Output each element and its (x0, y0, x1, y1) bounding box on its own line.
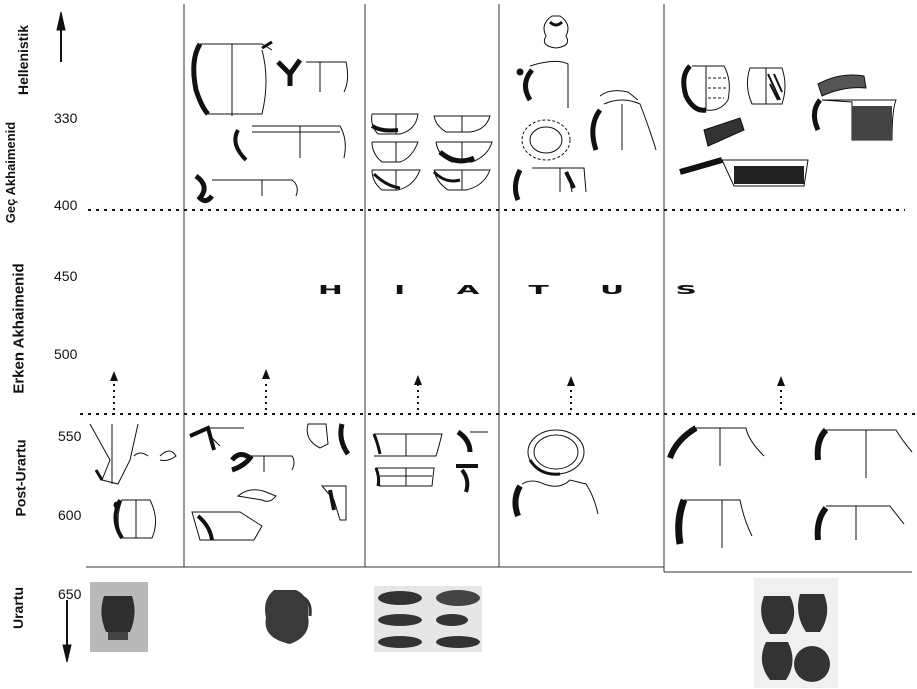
sherds-column-5-late (680, 66, 896, 186)
time-arrow (57, 12, 71, 662)
sherds-column-1-post (90, 424, 176, 538)
sherds-column-3-post (374, 432, 488, 492)
sherds-column-3-late (372, 114, 492, 190)
sherds-column-5-post (670, 428, 912, 548)
continuity-arrows (110, 369, 785, 410)
sherds-column-2-post (190, 424, 348, 540)
sherds-column-4-late (515, 16, 656, 200)
urartu-photos (90, 578, 838, 688)
sherds-column-4-post (515, 430, 598, 516)
sherds-column-2-late (194, 42, 348, 201)
column-lines (86, 4, 912, 572)
